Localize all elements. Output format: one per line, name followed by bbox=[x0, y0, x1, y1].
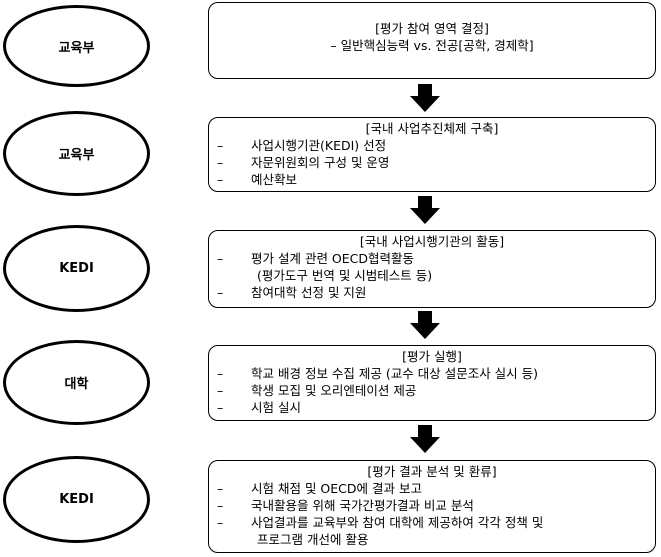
actor-oval-2: 교육부 bbox=[3, 111, 150, 196]
down-arrow-icon bbox=[410, 84, 440, 112]
step-box-3: [국내 사업시행기관의 활동] 평가 설계 관련 OECD협력활동 (평가도구 … bbox=[208, 230, 656, 308]
step-title: [평가 참여 영역 결정] bbox=[375, 21, 489, 36]
step-item: 자문위원회의 구성 및 운영 bbox=[217, 154, 655, 171]
step-title: [평가 결과 분석 및 환류] bbox=[367, 464, 497, 479]
step-item: 학생 모집 및 오리엔테이션 제공 bbox=[217, 382, 655, 399]
step-item: 학교 배경 정보 수집 제공 (교수 대상 설문조사 실시 등) bbox=[217, 365, 655, 382]
actor-oval-5: KEDI bbox=[3, 456, 150, 543]
step-item: 시험 실시 bbox=[217, 399, 655, 416]
step-box-2: [국내 사업추진체제 구축] 사업시행기관(KEDI) 선정 자문위원회의 구성… bbox=[208, 117, 656, 192]
down-arrow-icon bbox=[410, 311, 440, 339]
step-item: 평가 설계 관련 OECD협력활동 bbox=[217, 250, 655, 267]
actor-label: KEDI bbox=[59, 492, 94, 507]
step-item: 사업시행기관(KEDI) 선정 bbox=[217, 137, 655, 154]
actor-label: KEDI bbox=[59, 261, 94, 276]
step-item: 참여대학 선정 및 지원 bbox=[217, 284, 655, 301]
step-box-4: [평가 실행] 학교 배경 정보 수집 제공 (교수 대상 설문조사 실시 등)… bbox=[208, 345, 656, 421]
step-item: 사업결과를 교육부와 참여 대학에 제공하여 각각 정책 및 bbox=[217, 514, 655, 531]
actor-oval-1: 교육부 bbox=[3, 5, 150, 87]
actor-oval-4: 대학 bbox=[3, 340, 150, 425]
step-item-continuation: (평가도구 번역 및 시범테스트 등) bbox=[257, 268, 433, 283]
step-box-5: [평가 결과 분석 및 환류] 시험 채점 및 OECD에 결과 보고 국내활용… bbox=[208, 460, 656, 553]
step-item: 시험 채점 및 OECD에 결과 보고 bbox=[217, 480, 655, 497]
step-box-1: [평가 참여 영역 결정] – 일반핵심능력 vs. 전공[공학, 경제학] bbox=[208, 2, 656, 79]
actor-label: 교육부 bbox=[58, 148, 95, 163]
actor-oval-3: KEDI bbox=[3, 225, 150, 312]
step-subtitle: – 일반핵심능력 vs. 전공[공학, 경제학] bbox=[330, 38, 534, 53]
step-item: 예산확보 bbox=[217, 171, 655, 188]
actor-label: 대학 bbox=[64, 377, 89, 392]
step-title: [국내 사업추진체제 구축] bbox=[365, 121, 499, 136]
actor-label: 교육부 bbox=[58, 40, 95, 56]
step-title: [국내 사업시행기관의 활동] bbox=[359, 234, 505, 249]
step-item: 국내활용을 위해 국가간평가결과 비교 분석 bbox=[217, 497, 655, 514]
step-title: [평가 실행] bbox=[402, 349, 462, 364]
step-item-continuation: 프로그램 개선에 활용 bbox=[257, 532, 369, 547]
down-arrow-icon bbox=[410, 425, 440, 453]
down-arrow-icon bbox=[410, 196, 440, 224]
